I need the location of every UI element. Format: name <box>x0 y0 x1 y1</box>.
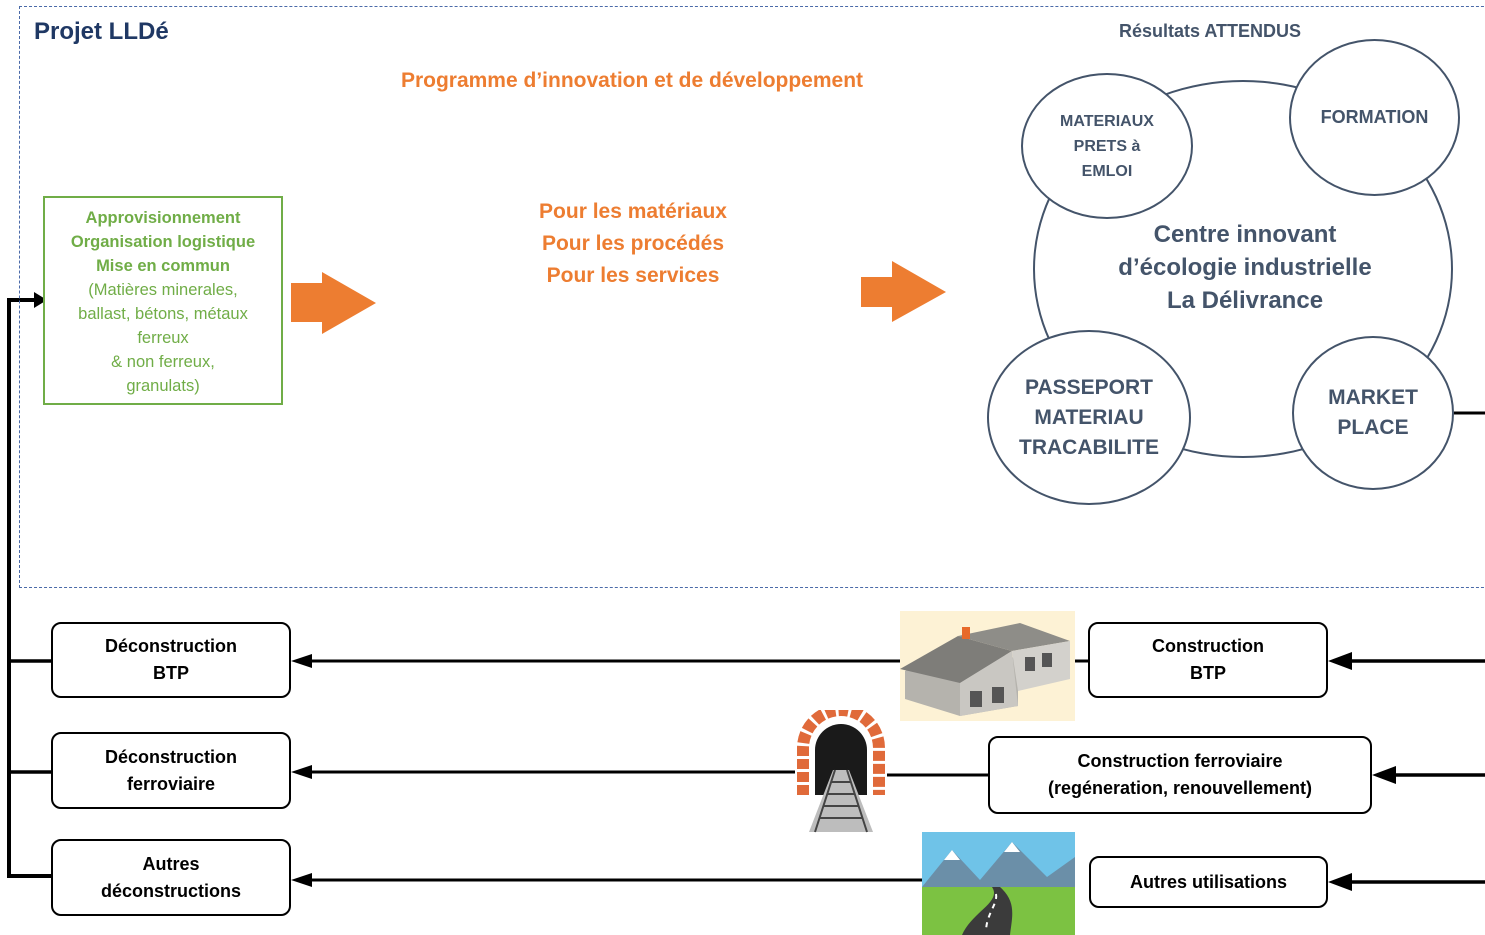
flow-head-btp <box>291 654 312 668</box>
box-line: BTP <box>1190 663 1226 683</box>
center-text: Centre innovant d’écologie industrielle … <box>1100 218 1390 317</box>
feedback-arrow-head <box>34 292 47 308</box>
flow-head-aut <box>291 873 312 887</box>
approvisionnement-box: Approvisionnement Organisation logistiqu… <box>43 196 283 405</box>
autres-utilisations-box: Autres utilisations <box>1089 856 1328 908</box>
appro-detail-line: (Matières minerales, <box>88 281 238 299</box>
center-line: Centre innovant <box>1153 221 1337 248</box>
orange-arrow-right <box>861 261 946 322</box>
box-line: Autres utilisations <box>1129 871 1288 892</box>
circle-formation: FORMATION <box>1289 39 1460 196</box>
box-line: (regéneration, renouvellement) <box>1047 778 1313 798</box>
appro-detail-line: ballast, bétons, métaux <box>78 305 248 323</box>
circle-line: MATERIAU <box>1034 405 1144 429</box>
circle-passeport: PASSEPORT MATERIAU TRACABILITE <box>987 330 1191 505</box>
construction-ferroviaire-box: Construction ferroviaire (regéneration, … <box>988 736 1372 814</box>
railway-tunnel-illustration <box>795 710 887 838</box>
pour-lines: Pour les matériaux Pour les procédés Pou… <box>480 196 786 292</box>
flow-head-aut-right <box>1328 873 1352 891</box>
circle-line: EMLOI <box>1081 162 1133 180</box>
flow-head-fer <box>291 765 312 779</box>
feedback-bus-line <box>7 298 51 878</box>
box-line: déconstructions <box>100 880 242 901</box>
deconstruction-ferroviaire-box: Déconstruction ferroviaire <box>51 732 291 809</box>
program-title: Programme d’innovation et de développeme… <box>400 69 864 92</box>
appro-line: Organisation logistique <box>70 233 256 251</box>
pour-line-services: Pour les services <box>546 264 720 287</box>
road-landscape-illustration <box>922 832 1075 935</box>
appro-detail-line: granulats) <box>126 377 200 395</box>
pour-line-materiaux: Pour les matériaux <box>539 200 727 223</box>
construction-btp-box: Construction BTP <box>1088 622 1328 698</box>
appro-line: Approvisionnement <box>85 209 241 227</box>
results-title: Résultats ATTENDUS <box>1118 21 1302 41</box>
center-circle <box>1033 80 1453 458</box>
pour-line-procedes: Pour les procédés <box>541 232 725 255</box>
box-line: ferroviaire <box>126 773 216 794</box>
autres-deconstructions-box: Autres déconstructions <box>51 839 291 916</box>
circle-line: PASSEPORT <box>1025 375 1153 399</box>
box-line: Construction ferroviaire <box>1077 751 1283 771</box>
circle-line: MATERIAUX <box>1060 112 1154 130</box>
box-line: BTP <box>153 663 189 683</box>
circle-line: TRACABILITE <box>1019 435 1159 459</box>
box-line: Autres <box>142 853 200 874</box>
center-line: La Délivrance <box>1166 287 1324 314</box>
circle-line: FORMATION <box>1320 107 1429 127</box>
appro-line: Mise en commun <box>96 257 230 275</box>
circle-market-place: MARKET PLACE <box>1292 336 1454 490</box>
circle-line: PRETS à <box>1073 137 1141 155</box>
house-illustration <box>900 611 1075 721</box>
flow-head-btp-right <box>1328 652 1352 670</box>
box-line: Construction <box>1152 636 1264 656</box>
orange-arrow-left <box>291 272 376 334</box>
circle-line: PLACE <box>1337 416 1409 439</box>
flow-head-fer-right <box>1372 766 1396 784</box>
deconstruction-btp-box: Déconstruction BTP <box>51 622 291 698</box>
box-line: Déconstruction <box>104 636 237 656</box>
appro-detail-line: & non ferreux, <box>111 353 215 371</box>
appro-detail-line: ferreux <box>137 329 189 347</box>
circle-line: MARKET <box>1328 386 1418 409</box>
project-frame <box>19 6 1485 588</box>
box-line: Déconstruction <box>104 746 237 767</box>
circle-materiaux: MATERIAUX PRETS à EMLOI <box>1021 73 1193 219</box>
center-line: d’écologie industrielle <box>1118 254 1372 281</box>
project-title: Projet LLDé <box>34 18 169 45</box>
